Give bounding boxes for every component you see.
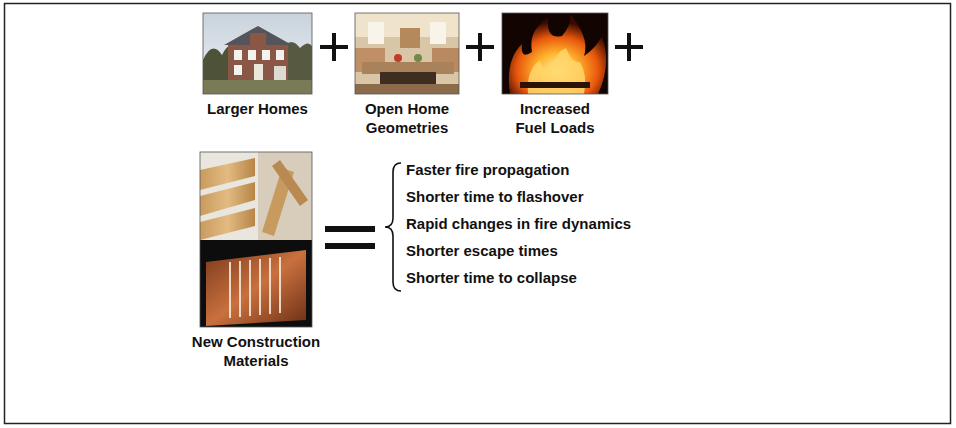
room-photo-part: [355, 13, 459, 94]
room-photo-part: [368, 22, 384, 44]
house-photo-part: [262, 50, 270, 60]
house-photo-part: [203, 13, 312, 94]
result-item: Faster fire propagation: [406, 160, 569, 180]
photo-caption: Increased Fuel Loads: [505, 99, 605, 137]
house-photo: [203, 13, 312, 94]
room-photo-part: [380, 72, 436, 84]
materials-photo-part: [206, 250, 306, 326]
materials-photo-part: [269, 258, 271, 314]
result-item: Rapid changes in fire dynamics: [406, 214, 631, 234]
frame: [5, 4, 951, 424]
result-item: Shorter time to flashover: [406, 187, 584, 207]
photo-node: Larger Homes: [183, 13, 333, 206]
house-photo-part: [254, 64, 263, 80]
fire-photo-part: [502, 13, 608, 94]
equals-sign: [325, 226, 375, 249]
house-photo-part: [203, 80, 312, 94]
result-item: Shorter time to collapse: [406, 268, 577, 288]
fire-photo-part: [520, 82, 590, 88]
room-photo-part: [414, 54, 422, 62]
materials-photo-part: [272, 160, 308, 206]
materials-photo-part: [200, 240, 312, 327]
materials-photo-part: [239, 261, 241, 317]
room-photo: [355, 13, 459, 94]
photo-node: New Construction Materials: [176, 152, 336, 428]
materials-photo-part: [259, 259, 261, 315]
materials-photo-part: [200, 152, 312, 240]
plus-sign: [320, 33, 348, 61]
plus-sign-part: [332, 33, 336, 61]
house-photo-part: [276, 50, 284, 60]
photo-caption: New Construction Materials: [176, 332, 336, 370]
house-photo-part: [228, 44, 288, 80]
room-photo-part: [355, 13, 459, 94]
house-photo-part: [234, 65, 242, 75]
materials-photo-part: [200, 152, 312, 327]
fire-photo: [502, 13, 608, 94]
plus-sign: [615, 33, 643, 61]
materials-photo-part: [200, 208, 255, 240]
materials-photo-part: [229, 262, 231, 318]
house-photo-part: [203, 13, 312, 94]
plus-sign-part: [627, 33, 631, 61]
photo-caption: Larger Homes: [183, 99, 333, 118]
plus-sign-part: [478, 33, 482, 61]
plus-sign: [466, 33, 494, 61]
room-photo-part: [394, 54, 402, 62]
materials-photo: [200, 152, 312, 327]
brace: [385, 163, 401, 291]
materials-photo-part: [249, 260, 251, 316]
materials-photo-part: [230, 257, 280, 318]
house-photo-part: [248, 50, 256, 60]
photo-caption: Open Home Geometries: [357, 99, 457, 137]
result-item: Shorter escape times: [406, 241, 558, 261]
house-photo-part: [250, 33, 266, 47]
equals-sign-part: [325, 243, 375, 249]
room-photo-part: [355, 84, 459, 94]
room-photo-part: [400, 28, 420, 48]
fire-photo-part: [509, 14, 606, 94]
fire-photo-part: [502, 13, 608, 94]
materials-photo-part: [279, 257, 281, 313]
house-photo-part: [274, 66, 286, 80]
house-photo-part: [234, 50, 242, 60]
room-photo-part: [430, 22, 446, 44]
materials-photo-part: [258, 152, 312, 240]
equals-sign-part: [325, 226, 375, 232]
